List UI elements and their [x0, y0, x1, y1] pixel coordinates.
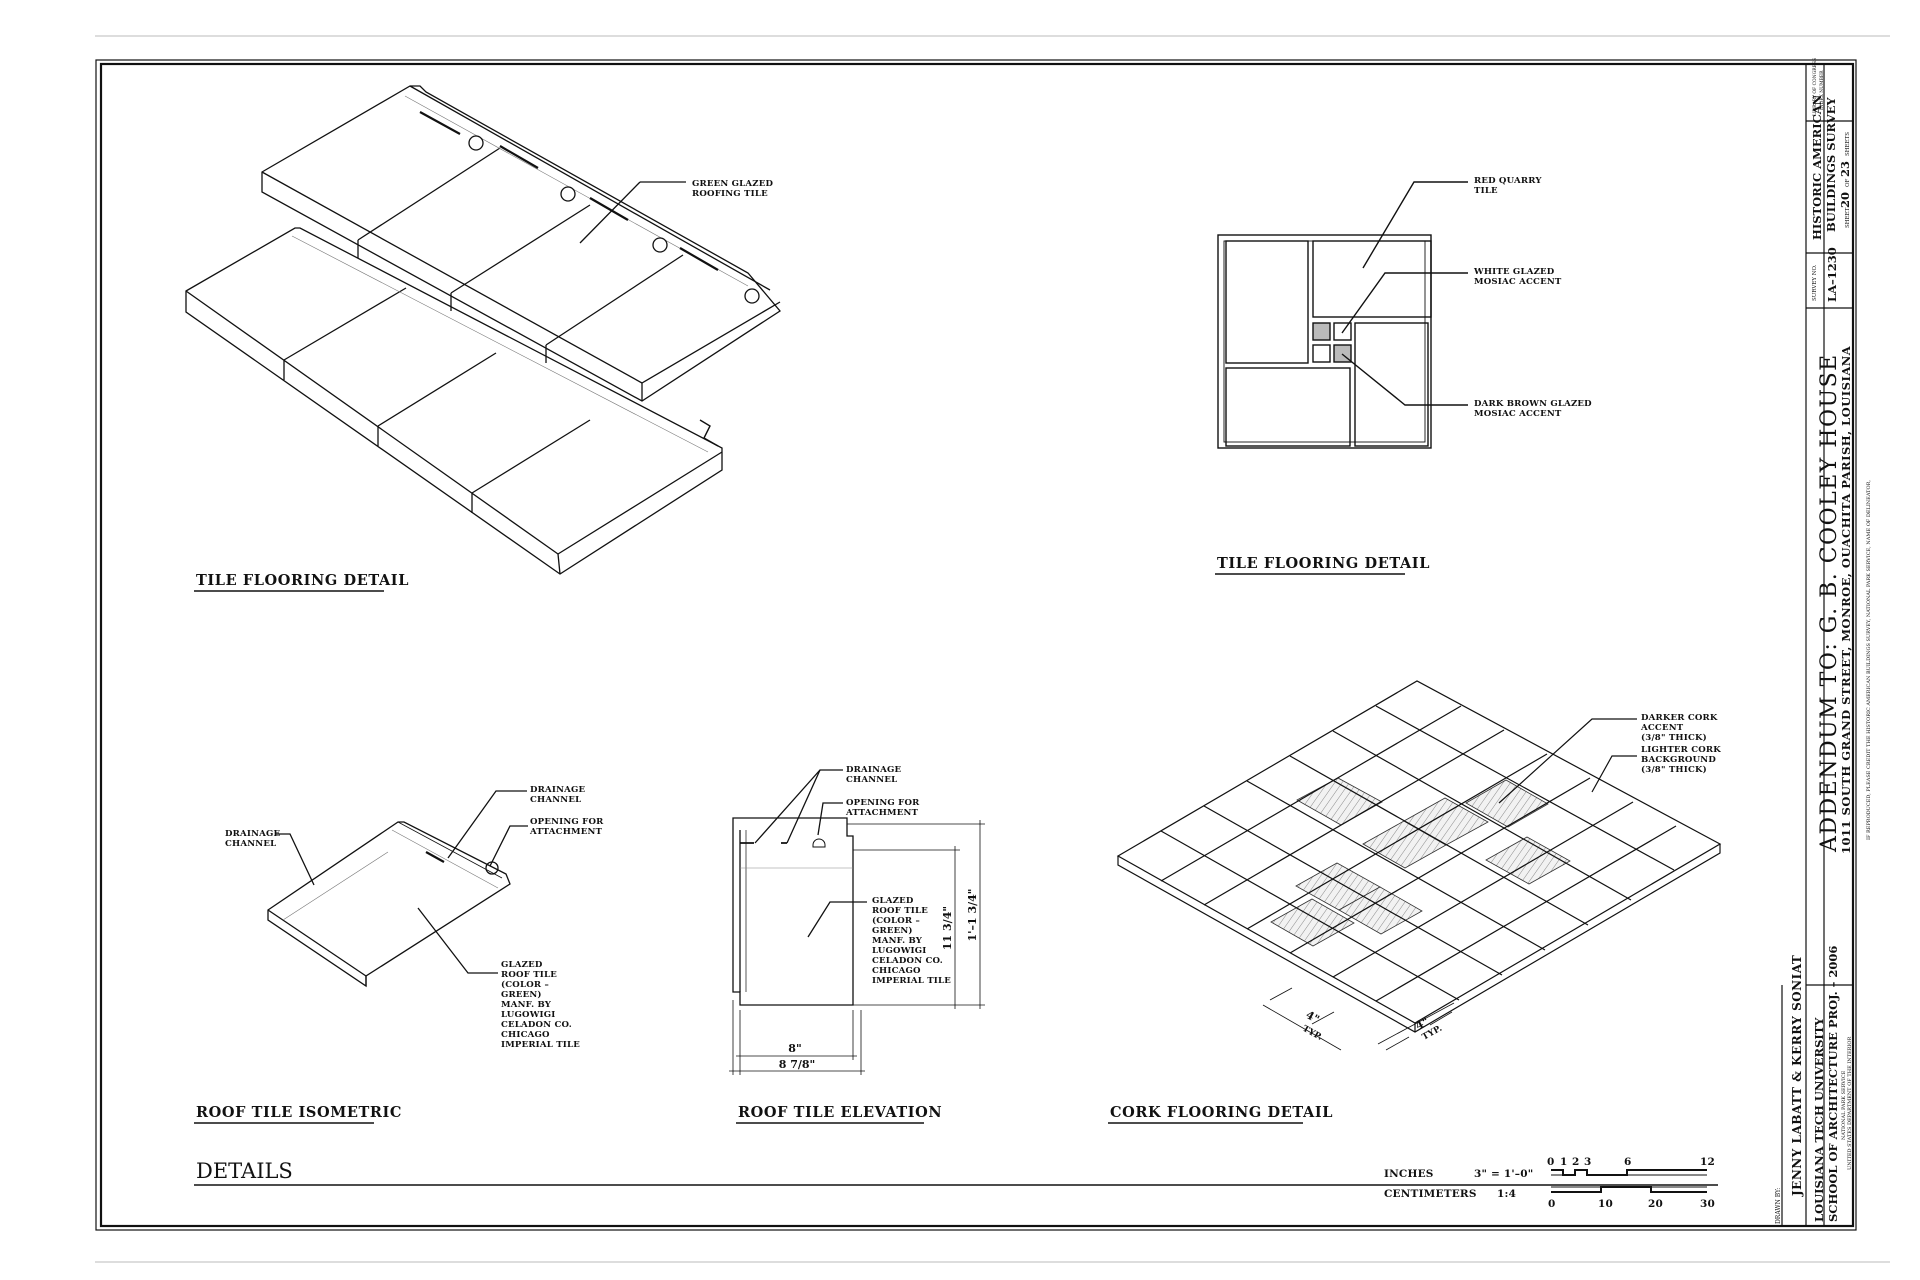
svg-text:23: 23 — [1838, 161, 1852, 177]
dim-height-outer: 1'–1 3/4" — [966, 888, 979, 941]
svg-text:SHEETS: SHEETS — [1845, 132, 1851, 156]
title-block-text: DRAWN BY: JENNY LABATT & KERRY SONIAT LO… — [1775, 58, 1872, 1224]
svg-text:NATIONAL PARK SERVICE: NATIONAL PARK SERVICE — [1841, 1070, 1847, 1140]
svg-text:1011 SOUTH GRAND STREET, MON: 1011 SOUTH GRAND STREET, MONROE, OUACHIT… — [1839, 345, 1853, 854]
title-cork-flooring: CORK FLOORING DETAIL — [1110, 1104, 1333, 1121]
title-tile-flooring-plan: TILE FLOORING DETAIL — [1217, 555, 1430, 572]
svg-text:UNITED STATES DEPARTMENT OF TH: UNITED STATES DEPARTMENT OF THE INTERIOR — [1847, 1037, 1853, 1170]
svg-text:LOUISIANA TECH UNIVERSITY: LOUISIANA TECH UNIVERSITY — [1812, 1017, 1826, 1222]
svg-text:SURVEY NO.: SURVEY NO. — [1812, 264, 1818, 301]
sheet-number: SHEET 20 OF 23 SHEETS — [1838, 132, 1852, 228]
dim-width-outer: 8 7/8" — [779, 1058, 816, 1071]
svg-text:20: 20 — [1648, 1198, 1663, 1210]
svg-text:12: 12 — [1700, 1156, 1715, 1168]
dim-height-inner: 11 3/4" — [941, 906, 954, 950]
svg-text:6: 6 — [1624, 1156, 1632, 1168]
tile-flooring-plan-drawing — [1217, 181, 1468, 449]
svg-text:0: 0 — [1547, 1156, 1555, 1168]
svg-text:HISTORIC AMERICAN: HISTORIC AMERICAN — [1810, 94, 1824, 240]
roof-tile-elevation-drawing — [729, 769, 985, 1075]
dim-cork-left: 4" — [1304, 1008, 1322, 1026]
sheet-border — [95, 35, 1890, 1263]
title-tile-flooring-iso: TILE FLOORING DETAIL — [196, 572, 409, 589]
note-elev-glazed-tile: GLAZED ROOF TILE (COLOR – GREEN) MANF. B… — [872, 896, 951, 986]
dim-cork-right: 4" — [1413, 1015, 1431, 1033]
svg-text:SHEET: SHEET — [1845, 207, 1851, 228]
title-roof-tile-elevation: ROOF TILE ELEVATION — [738, 1104, 942, 1121]
svg-text:3" = 1'–0": 3" = 1'–0" — [1474, 1168, 1533, 1180]
svg-text:IF REPRODUCED, PLEASE CREDIT T: IF REPRODUCED, PLEASE CREDIT THE HISTORI… — [1866, 480, 1872, 840]
svg-text:20: 20 — [1838, 192, 1852, 208]
svg-text:1: 1 — [1560, 1156, 1568, 1168]
title-block — [1781, 64, 1853, 1226]
svg-text:LIBRARY OF CONGRESS: LIBRARY OF CONGRESS — [1812, 58, 1818, 116]
svg-text:DRAWN BY:: DRAWN BY: — [1775, 1188, 1782, 1224]
svg-text:OF: OF — [1845, 178, 1851, 187]
graphic-scale: INCHES 3" = 1'–0" CENTIMETERS 1:4 0 1 2 … — [1384, 1156, 1715, 1210]
svg-text:30: 30 — [1700, 1198, 1715, 1210]
svg-text:CENTIMETERS: CENTIMETERS — [1384, 1188, 1477, 1200]
svg-text:ADDENDUM TO: G. B. COOLEY HOUS: ADDENDUM TO: G. B. COOLEY HOUSE — [1817, 353, 1842, 853]
svg-text:JENNY LABATT & KERRY SONIAT: JENNY LABATT & KERRY SONIAT — [1790, 955, 1804, 1197]
svg-text:BUILDINGS SURVEY: BUILDINGS SURVEY — [1824, 97, 1838, 232]
svg-text:INDEX NUMBER: INDEX NUMBER — [1819, 70, 1825, 110]
svg-text:3: 3 — [1584, 1156, 1592, 1168]
svg-text:1:4: 1:4 — [1497, 1188, 1516, 1200]
note-glazed-roof-tile-iso: GLAZED ROOF TILE (COLOR – GREEN) MANF. B… — [501, 960, 580, 1050]
cork-flooring-drawing — [1116, 680, 1722, 1051]
svg-text:SCHOOL OF ARCHITECTURE PROJ. –: SCHOOL OF ARCHITECTURE PROJ. – 2006 — [1826, 946, 1840, 1222]
roof-tile-isometric-drawing — [267, 790, 528, 988]
svg-text:INCHES: INCHES — [1384, 1168, 1434, 1180]
svg-text:0: 0 — [1548, 1198, 1556, 1210]
svg-text:LA–1230: LA–1230 — [1825, 247, 1839, 302]
dim-width-inner: 8" — [788, 1042, 801, 1055]
tile-flooring-iso-drawing — [185, 85, 781, 575]
svg-text:10: 10 — [1598, 1198, 1613, 1210]
sheet-title-details: DETAILS — [196, 1159, 293, 1183]
svg-text:2: 2 — [1572, 1156, 1580, 1168]
title-roof-tile-isometric: ROOF TILE ISOMETRIC — [196, 1104, 402, 1121]
dim-cork-left-typ: TYP. — [1301, 1024, 1325, 1043]
